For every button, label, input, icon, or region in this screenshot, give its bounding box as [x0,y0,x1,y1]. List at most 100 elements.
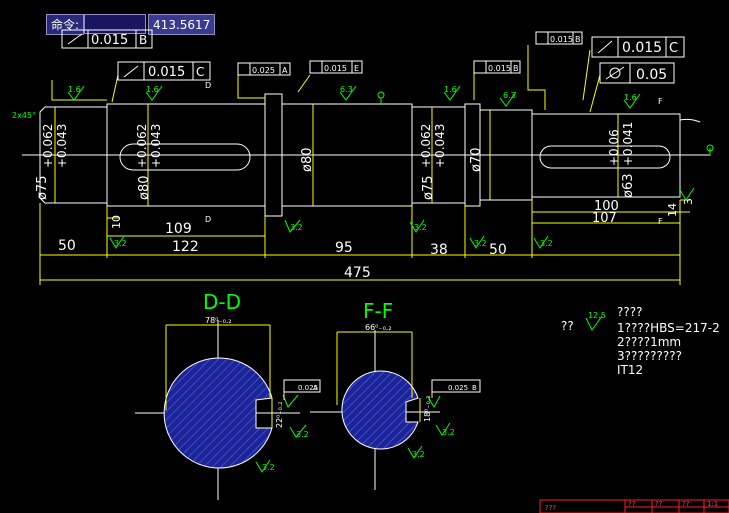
svg-text:3.2: 3.2 [262,463,275,472]
svg-text:??: ?? [628,500,636,508]
section-dd-title: D-D [203,290,241,314]
dia-6-upper: +0.06 [607,129,621,166]
section-ff-key: 18⁰₋₀.₂ [423,395,432,422]
notes-title: ???? [617,305,642,319]
svg-text:A: A [313,384,318,392]
notes-prefix: ?? [561,319,574,333]
dim-475: 475 [344,265,371,281]
dia-2-lower: +0.043 [149,124,163,168]
notes-line-2: 2????1mm [617,335,681,349]
svg-text:F: F [658,97,663,106]
svg-text:6.3: 6.3 [503,91,516,100]
svg-text:F: F [658,217,663,226]
svg-text:0.015: 0.015 [324,64,347,73]
svg-text:12.5: 12.5 [588,311,606,320]
svg-text:3.2: 3.2 [442,428,455,437]
svg-text:6.3: 6.3 [340,85,353,94]
svg-text:1.6: 1.6 [68,85,81,94]
dia-1-upper: +0.062 [41,124,55,168]
dia-3: ø80 [300,148,315,173]
svg-text:3.2: 3.2 [290,223,303,232]
dim-100: 100 [594,199,619,214]
tolerance-frames: 0.015 B 0.015 C 0.025 A 0.015 E 0.015 B [61,29,685,84]
section-ff-width: 66⁰₋₀.₂ [365,323,392,332]
svg-text:0.025: 0.025 [252,66,275,75]
section-dd: D-D 78⁰₋₀.₂ 22⁰₋₀.₂ 0.025 A [135,290,321,500]
svg-text:2x45°: 2x45° [12,111,36,120]
svg-text:3.2: 3.2 [412,450,425,459]
coordinate-readout: 413.5617 [148,14,216,35]
fcf-runout-b-right: 0.015 B [535,31,583,45]
dia-4: ø75 [421,176,436,201]
svg-text:B: B [472,384,477,392]
dia-2: ø80 [137,176,152,201]
svg-text:0.015: 0.015 [550,35,573,44]
shaft-outline [39,93,681,217]
svg-text:1:1: 1:1 [707,500,718,508]
section-dd-width: 78⁰₋₀.₂ [205,316,232,325]
dia-5: ø70 [469,148,484,173]
svg-text:??: ?? [682,500,690,508]
svg-text:E: E [354,64,359,73]
dim-14: 14 [666,203,679,217]
dim-122: 122 [172,239,199,255]
command-input[interactable] [84,14,147,34]
svg-text:D: D [205,81,211,90]
dim-109: 109 [165,221,192,237]
svg-text:D: D [205,215,211,224]
svg-text:1.6: 1.6 [444,85,457,94]
dia-6-lower: +0.041 [621,122,635,166]
notes-line-4: IT12 [617,363,643,377]
svg-text:0.015: 0.015 [148,65,185,80]
dim-38: 38 [430,242,448,258]
svg-text:0.015: 0.015 [91,33,128,48]
fcf-runout-c-right: 0.015 C [591,36,685,58]
fcf-cylindricity: 0.05 [599,62,675,84]
svg-text:??: ?? [655,500,663,508]
svg-text:0.05: 0.05 [636,67,667,83]
notes-line-3: 3????????? [617,349,682,363]
dim-95: 95 [335,240,353,256]
command-label: 命令: [46,14,85,35]
notes-line-1: 1????HBS=217-2 [617,321,720,335]
fcf-runout-b-mid: 0.015 B [473,60,521,74]
dia-1-lower: +0.043 [55,124,69,168]
dia-1: ø75 [35,176,50,201]
svg-text:0.015: 0.015 [488,64,511,73]
dia-2-upper: +0.062 [135,124,149,168]
svg-text:0.025: 0.025 [448,384,468,392]
svg-text:A: A [282,66,288,75]
dim-50-left: 50 [58,238,76,254]
svg-text:???: ??? [545,504,556,512]
svg-text:3.2: 3.2 [414,223,427,232]
fcf-runout-b-top: 0.015 B [61,29,153,49]
svg-text:B: B [139,33,147,47]
dimension-texts: 50 122 109 95 38 50 475 100 107 10 14 3 … [35,122,695,281]
svg-text:3.2: 3.2 [474,239,487,248]
svg-text:1.6: 1.6 [146,85,159,94]
dia-6: ø63 [621,174,636,199]
svg-text:B: B [513,64,519,73]
fcf-runout-c-left: 0.015 C [117,61,211,81]
svg-text:3.2: 3.2 [114,239,127,248]
dimension-lines [39,45,690,285]
dim-10: 10 [110,215,123,229]
dim-50-right: 50 [489,242,507,258]
section-markers: D D F F [205,81,663,226]
svg-text:0.015: 0.015 [622,40,662,56]
dia-4-lower: +0.043 [433,124,447,168]
svg-text:0.025: 0.025 [298,384,318,392]
break-line [679,118,701,123]
fcf-sym-a: 0.025 A [237,62,291,76]
svg-text:3.2: 3.2 [296,430,309,439]
svg-text:1.6: 1.6 [624,93,637,102]
title-block: ??? ?? ?? ?? 1:1 [539,499,729,513]
technical-notes: ?? ???? 1????HBS=217-2 2????1mm 3???????… [561,305,720,377]
section-dd-key: 22⁰₋₀.₂ [275,401,284,428]
command-bar: 命令: 413.5617 [46,14,216,35]
roughness-values: 1.6 1.6 6.3 1.6 6.3 1.6 2x45° 3.2 3.2 3.… [12,85,637,472]
dim-3: 3 [682,198,695,205]
fcf-runout-e: 0.015 E [309,60,363,74]
dim-107: 107 [592,211,617,226]
